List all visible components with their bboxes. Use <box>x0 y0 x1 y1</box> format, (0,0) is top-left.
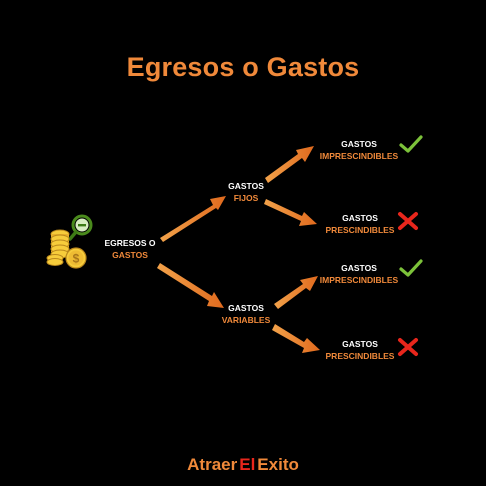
brand-part2: El <box>239 455 256 474</box>
fijos-prescindibles-line1: GASTOS <box>342 213 378 223</box>
brand-part1: Atraer <box>187 455 238 474</box>
variables-label-line1: GASTOS <box>228 303 264 313</box>
variables-imprescindibles-line1: GASTOS <box>341 263 377 273</box>
fijos-imprescindibles-node: GASTOS IMPRESCINDIBLES <box>316 138 402 162</box>
coins-magnifier-icon: $ <box>46 214 93 269</box>
check-icon <box>399 135 423 153</box>
svg-text:$: $ <box>73 252 80 266</box>
variables-imprescindibles-line2: IMPRESCINDIBLES <box>319 275 399 285</box>
root-label-line2: GASTOS <box>112 250 148 260</box>
page-title: Egresos o Gastos <box>126 52 360 82</box>
fijos-prescindibles-node: GASTOS PRESCINDIBLES <box>320 212 400 236</box>
fijos-label-line1: GASTOS <box>228 181 264 191</box>
arrow-variables-to-imprescindibles <box>274 276 318 309</box>
arrow-root-to-variables <box>157 263 224 308</box>
variables-node: GASTOS VARIABLES <box>212 302 280 326</box>
fijos-node: GASTOS FIJOS <box>216 180 276 204</box>
arrow-root-to-fijos <box>160 196 226 242</box>
variables-prescindibles-node: GASTOS PRESCINDIBLES <box>320 338 400 362</box>
fijos-label-line2: FIJOS <box>233 193 259 203</box>
variables-imprescindibles-node: GASTOS IMPRESCINDIBLES <box>316 262 402 286</box>
root-node: EGRESOS O GASTOS <box>100 237 160 261</box>
fijos-imprescindibles-line2: IMPRESCINDIBLES <box>319 151 399 161</box>
cross-icon <box>398 338 418 356</box>
arrow-fijos-to-prescindibles <box>264 199 317 226</box>
variables-prescindibles-line2: PRESCINDIBLES <box>325 351 395 361</box>
check-icon <box>399 259 423 277</box>
arrow-fijos-to-imprescindibles <box>265 146 314 183</box>
variables-label-line2: VARIABLES <box>221 315 271 325</box>
fijos-prescindibles-line2: PRESCINDIBLES <box>325 225 395 235</box>
fijos-imprescindibles-line1: GASTOS <box>341 139 377 149</box>
cross-icon <box>398 212 418 230</box>
root-label-line1: EGRESOS O <box>104 238 156 248</box>
brand-part3: Exito <box>257 455 299 474</box>
arrow-variables-to-prescindibles <box>272 324 320 353</box>
variables-prescindibles-line1: GASTOS <box>342 339 378 349</box>
